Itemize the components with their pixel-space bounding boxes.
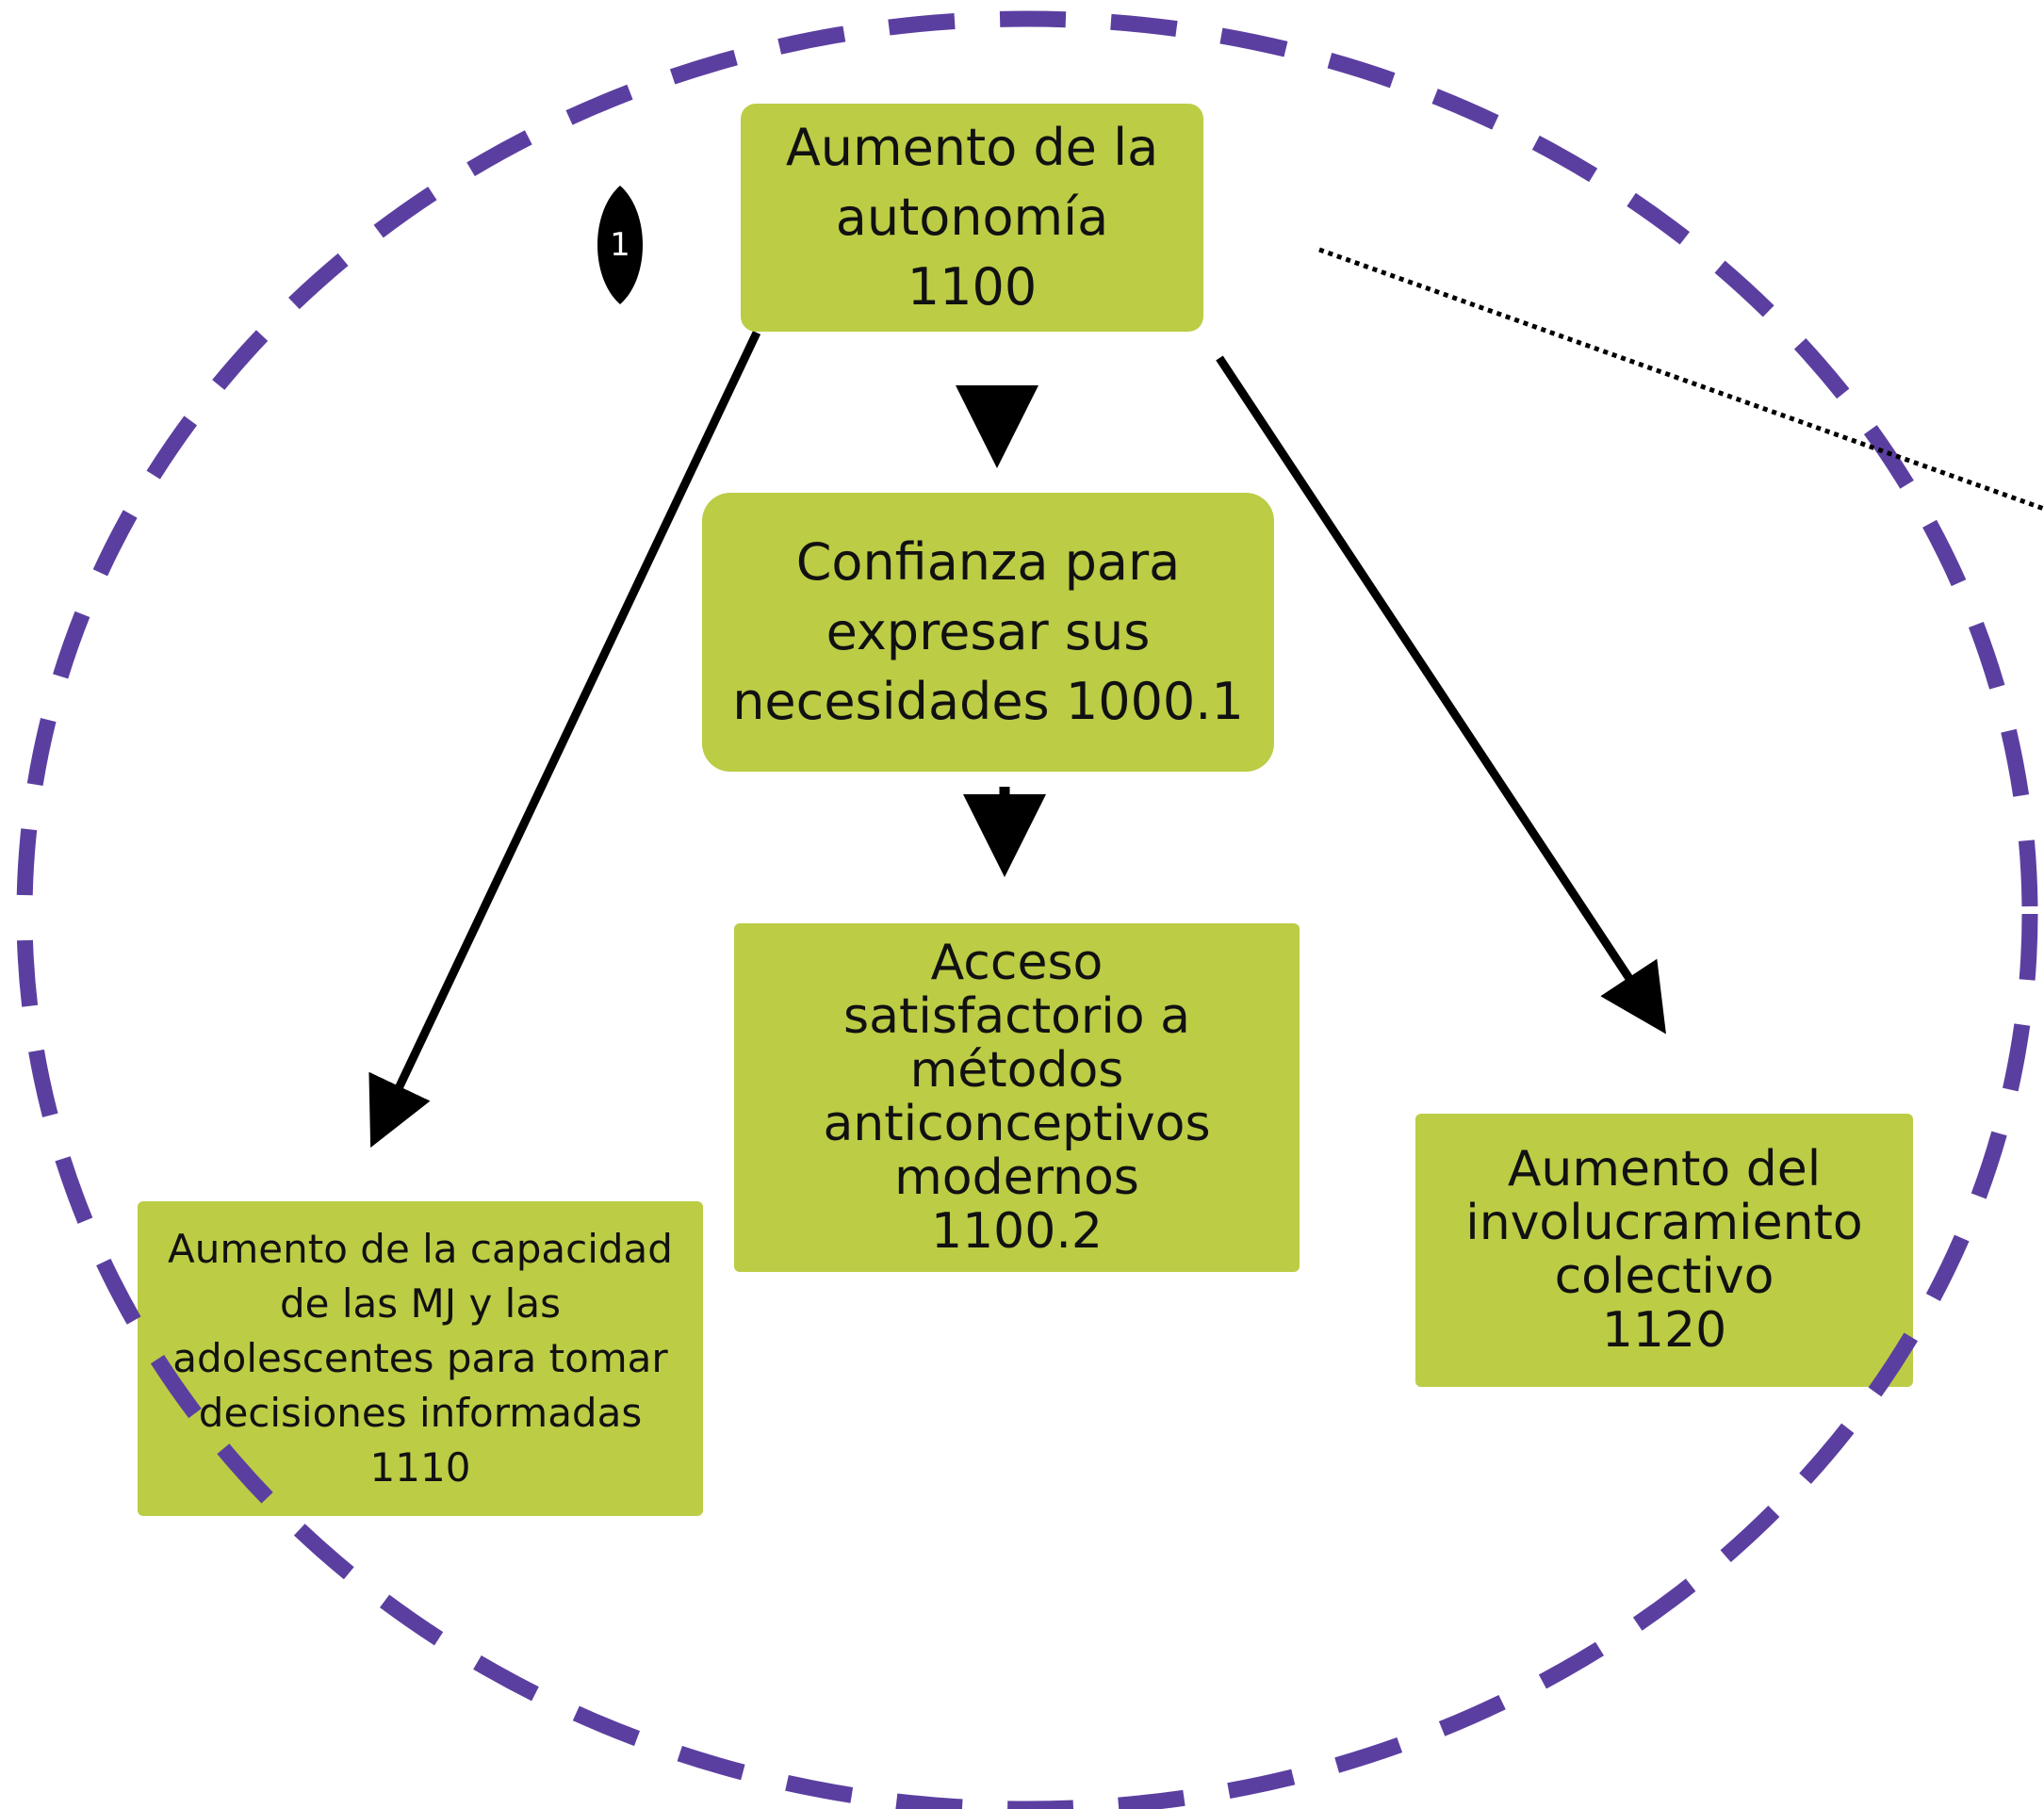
node-aumento-autonomia: Aumento de la autonomía 1100 <box>741 104 1203 332</box>
arrow-1100-to-1110 <box>368 331 761 1149</box>
node-line: necesidades 1000.1 <box>732 672 1244 731</box>
node-line: Aumento de la capacidad <box>168 1226 673 1272</box>
node-line: adolescentes para tomar <box>172 1335 668 1381</box>
node-line: expresar sus <box>826 602 1151 661</box>
node-line: Aumento del <box>1507 1141 1822 1198</box>
node-line: autonomía <box>835 187 1109 247</box>
dashed-boundary-circle <box>16 10 2038 1809</box>
node-line: Confianza para <box>795 532 1181 592</box>
node-line: métodos <box>909 1042 1124 1099</box>
node-line: Acceso <box>930 935 1104 991</box>
node-line: satisfactorio a <box>843 988 1190 1045</box>
node-code: 1110 <box>369 1444 471 1491</box>
node-line: decisiones informadas <box>198 1390 643 1436</box>
node-involucramiento-colectivo: Aumento del involucramiento colectivo 11… <box>1415 1114 1913 1387</box>
dotted-connector <box>1318 247 2044 512</box>
arrow-1100-to-1120 <box>1216 355 1666 1035</box>
node-line: Aumento de la <box>785 118 1159 177</box>
step-number-badge: 1 <box>584 184 656 306</box>
node-line: colectivo <box>1554 1248 1774 1305</box>
node-code: 1120 <box>1601 1302 1727 1359</box>
node-line: involucramiento <box>1465 1195 1863 1251</box>
node-capacidad-decisiones: Aumento de la capacidad de las MJ y las … <box>138 1201 703 1516</box>
node-code: 1100 <box>907 257 1038 317</box>
node-line: de las MJ y las <box>280 1280 561 1327</box>
node-acceso-anticonceptivos: Acceso satisfactorio a métodos anticonce… <box>734 923 1300 1272</box>
node-code: 1100.2 <box>931 1203 1103 1260</box>
badge-leaf-icon <box>597 186 643 304</box>
node-confianza-necesidades: Confianza para expresar sus necesidades … <box>702 493 1274 772</box>
node-line: anticonceptivos <box>823 1096 1211 1152</box>
node-line: modernos <box>894 1149 1139 1206</box>
step-number-label: 1 <box>610 226 630 264</box>
